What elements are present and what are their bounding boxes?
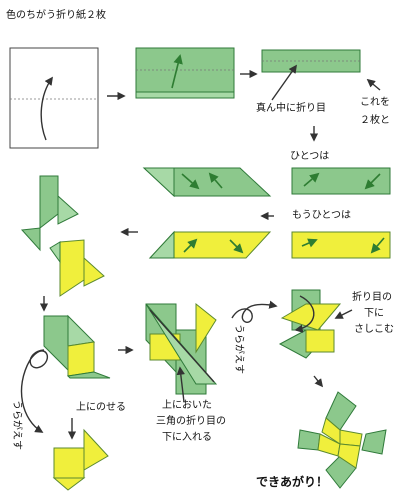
label-tuck-r-1: 折り目の: [352, 290, 392, 303]
step-4b-yellow-parallelogram: [148, 230, 272, 259]
label-done: できあがり！: [256, 474, 328, 489]
pointer-arrow-icon: [334, 309, 353, 319]
label-do-two-1: これを: [360, 96, 390, 108]
pointer-arrow-icon: [366, 78, 381, 91]
step-4a-green-strip: [291, 167, 391, 195]
step-3-strip: [261, 49, 381, 101]
label-flip-right: うらがえす: [233, 324, 246, 374]
step-4a-green-parallelogram: [142, 167, 272, 198]
label-other: もうひとつは: [292, 209, 351, 221]
down-arrow-icon: [313, 375, 324, 388]
flip-loop-icon: [20, 349, 48, 433]
step-1-square: [9, 47, 99, 149]
step-7-assembly: [145, 302, 218, 395]
label-tuck-r-2: 下に: [364, 307, 384, 319]
label-tuck-2: 三角の折り目の: [156, 414, 226, 427]
label-tuck-r-3: さしこむ: [354, 323, 394, 335]
label-flip-left: うらがえす: [11, 400, 24, 450]
label-tuck-1: 上においた: [162, 399, 212, 411]
step-5-pieces: [20, 175, 105, 297]
step-6b-piece: [52, 428, 109, 491]
step-4b-yellow-strip: [291, 231, 391, 259]
step-2-square: [135, 47, 235, 99]
diagram-title: 色のちがう折り紙２枚: [6, 8, 106, 21]
step-6-stacked: [43, 314, 111, 379]
label-place-on-top: 上にのせる: [76, 401, 126, 413]
pointer-arrow-icon: [176, 366, 185, 403]
pointer-arrow-icon: [271, 64, 297, 101]
flip-loop-icon: [231, 300, 278, 323]
label-fold-middle: 真ん中に折り目: [256, 101, 326, 114]
label-tuck-3: 下に入れる: [162, 431, 212, 443]
final-shuriken: [297, 391, 387, 489]
fold-arrow-icon: [364, 173, 381, 190]
label-do-two-2: ２枚と: [360, 113, 390, 126]
fold-arrow-icon: [303, 172, 320, 187]
label-one: ひとつは: [290, 150, 329, 162]
step-8-assembly: [278, 289, 342, 359]
fold-arrow-icon: [171, 54, 183, 89]
fold-arrow-icon: [40, 76, 53, 141]
